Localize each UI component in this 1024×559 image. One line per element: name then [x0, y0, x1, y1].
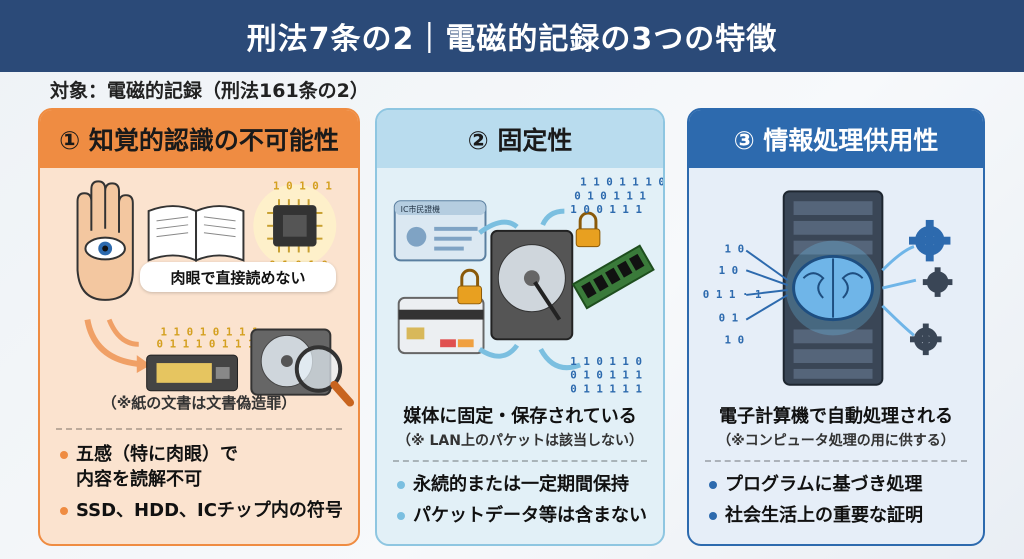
panel-note: （※紙の文書は文書偽造罪） [101, 394, 297, 412]
chip-icon: 1 0 1 0 1 0 1 0 1 0 [253, 179, 337, 271]
lock-icon [575, 211, 601, 248]
binary-text: 1 1 0 1 0 1 1 1 [160, 325, 259, 338]
panel-heading: ① 知覚的認識の不可能性 [40, 110, 358, 168]
panel-perception: ① 知覚的認識の不可能性 [38, 108, 360, 546]
binary-text: 1 0 [725, 243, 745, 256]
panel-fixation: ② 固定性 IC市民證機 [375, 108, 665, 546]
binary-text: 0 1 0 1 1 1 [570, 369, 642, 382]
bullet-list: 五感（特に肉眼）で 内容を読解不可 SSD、HDD、ICチップ内の符号 [60, 442, 348, 529]
binary-text: 1 0 [725, 333, 745, 346]
list-item: 五感（特に肉眼）で 内容を読解不可 [60, 442, 348, 492]
binary-text: 1 0 0 1 1 1 [570, 203, 642, 216]
bullet-list: プログラムに基づき処理 社会生活上の重要な証明 [709, 472, 973, 534]
fixation-illustration: IC市民證機 [393, 175, 663, 396]
credit-card-icon [397, 296, 485, 355]
book-icon [147, 205, 245, 262]
perception-illustration: 1 0 1 0 1 0 1 0 1 0 1 1 0 1 0 1 1 1 0 1 … [76, 179, 355, 407]
list-item: 永続的または一定期間保持 [397, 472, 653, 497]
output-arrows [881, 245, 917, 337]
bullet-list: 永続的または一定期間保持 パケットデータ等は含まない [397, 472, 653, 534]
divider [705, 460, 967, 462]
page-title: 刑法7条の2｜電磁的記録の3つの特徴 [0, 0, 1024, 72]
divider [56, 428, 342, 430]
list-item: パケットデータ等は含まない [397, 503, 653, 528]
list-item: SSD、HDD、ICチップ内の符号 [60, 498, 348, 523]
list-item: 社会生活上の重要な証明 [709, 503, 973, 528]
gear-icon [909, 219, 951, 262]
panel-note: （※コンピュータ処理の用に供する） [717, 433, 955, 449]
binary-text: 1 1 0 1 1 0 [570, 355, 642, 368]
id-card-icon: IC市民證機 [393, 200, 487, 262]
binary-text: 0 1 1 1 0 1 1 1 [157, 337, 256, 350]
binary-text: 1 0 [719, 264, 739, 277]
binary-text: 0 1 0 1 1 1 [574, 189, 646, 202]
binary-text: 0 1 1 1 1 1 [570, 383, 642, 396]
panel-caption: 媒体に固定・保存されている [403, 406, 637, 427]
speech-bubble: 肉眼で直接読めない [140, 262, 336, 292]
ram-icon [571, 244, 655, 310]
id-card-label: IC市民證機 [401, 204, 440, 214]
gear-icon [922, 267, 953, 297]
hdd-icon [490, 229, 574, 341]
hand-eye-icon [76, 180, 134, 301]
panel-caption: 電子計算機で自動処理される [719, 406, 953, 427]
hdd-magnifier-icon [250, 328, 355, 407]
brain-icon [785, 240, 881, 336]
gear-icon [909, 323, 942, 356]
panel-processing: ③ 情報処理供用性 1 0 1 0 0 1 1 · 1 [687, 108, 985, 546]
panel-note: （※ LAN上のパケットは該当しない） [397, 433, 643, 449]
data-input-lines [745, 249, 789, 321]
binary-text: 1 1 0 1 1 1 0 [580, 175, 663, 188]
panel-heading: ③ 情報処理供用性 [689, 110, 983, 168]
divider [393, 460, 647, 462]
list-item: プログラムに基づき処理 [709, 472, 973, 497]
binary-text: 1 0 1 0 1 [273, 179, 332, 192]
binary-text: 0 1 1 · 1 [703, 288, 762, 301]
lock-icon [457, 268, 483, 305]
ssd-icon: 1 1 0 1 0 1 1 1 0 1 1 1 0 1 1 1 [146, 325, 259, 392]
processing-illustration: 1 0 1 0 0 1 1 · 1 0 1 1 0 [703, 190, 953, 386]
binary-text: 0 1 [719, 312, 739, 325]
subject-label: 対象：電磁的記録（刑法161条の2） [50, 80, 369, 102]
panel-heading: ② 固定性 [377, 110, 663, 168]
